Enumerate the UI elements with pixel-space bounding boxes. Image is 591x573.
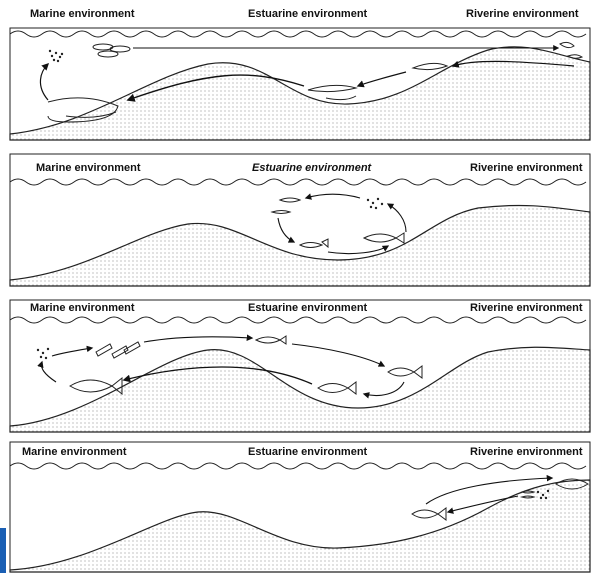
arrow-eggs-to-larvae bbox=[52, 348, 92, 356]
arrow-adult-spawn bbox=[42, 362, 56, 382]
panel-catadromous: Marine environment Estuarine environment… bbox=[8, 6, 591, 142]
panel-2-drawing bbox=[8, 152, 591, 288]
water-surface bbox=[10, 463, 586, 469]
seabed bbox=[10, 480, 590, 572]
arrow-larva-to-juvenile bbox=[278, 218, 294, 242]
panel-freshwater-migrant: Marine environment Estuarine environment… bbox=[8, 440, 591, 573]
arrow-larvae-to-estuary bbox=[144, 337, 252, 342]
adult-fish-icon bbox=[364, 233, 404, 243]
leptocephali-icon bbox=[93, 44, 130, 57]
seabed bbox=[10, 205, 590, 286]
elver-icon bbox=[413, 63, 447, 69]
water-surface bbox=[10, 317, 586, 323]
postlarva-icon bbox=[256, 336, 286, 344]
larvae-icon bbox=[96, 342, 140, 358]
seabed bbox=[10, 47, 590, 140]
larva-icon bbox=[272, 198, 300, 214]
arrow-adult-to-eggs bbox=[388, 204, 406, 232]
blue-edge-tab bbox=[0, 528, 6, 573]
subadult-fish-icon bbox=[318, 382, 356, 394]
arrow-postlarva-upstream bbox=[292, 344, 384, 366]
arrow-eggs-to-larva bbox=[306, 194, 360, 198]
seabed bbox=[10, 347, 590, 432]
arrow-to-estuary bbox=[358, 72, 406, 86]
panel-3-drawing bbox=[8, 298, 591, 434]
yellow-eel-icon bbox=[308, 85, 356, 99]
panel-4-drawing bbox=[8, 440, 591, 573]
eggs-icon bbox=[37, 348, 49, 359]
eggs-icon bbox=[49, 50, 63, 62]
juvenile-fish-icon bbox=[388, 366, 422, 378]
water-surface bbox=[10, 179, 586, 185]
panel-1-drawing bbox=[8, 6, 591, 142]
arrow-juvenile-back bbox=[364, 382, 404, 396]
panel-estuarine-resident: Marine environment Estuarine environment… bbox=[8, 152, 591, 288]
juvenile-fish-icon bbox=[412, 508, 446, 520]
eggs-icon bbox=[367, 198, 383, 209]
arrow-juvenile-to-adult bbox=[328, 246, 388, 254]
panel-marine-migrant: Marine environment Estuarine environment… bbox=[8, 298, 591, 434]
juvenile-fish-icon bbox=[300, 239, 328, 248]
arrow-spawn bbox=[40, 64, 48, 100]
water-surface bbox=[10, 31, 586, 37]
